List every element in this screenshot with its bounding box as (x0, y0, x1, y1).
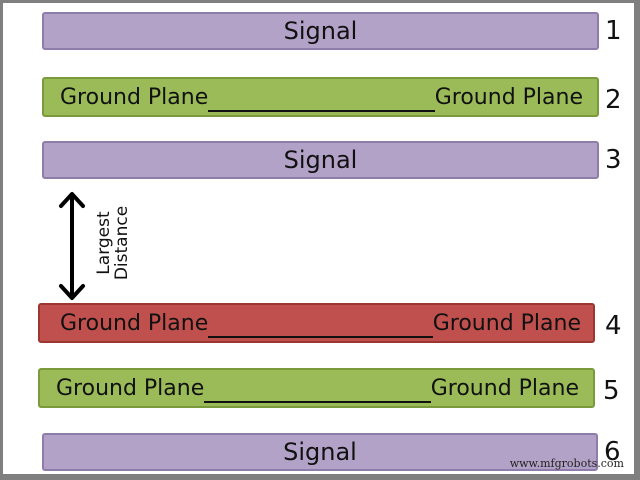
watermark: www.mfgrobots.com (509, 457, 624, 470)
layer-4-number: 4 (605, 311, 622, 341)
layer-1-signal: Signal (42, 12, 599, 50)
layer-2-label-left: Ground Plane (60, 84, 209, 110)
layer-3-number: 3 (605, 145, 622, 175)
layer-3-label: Signal (283, 146, 358, 174)
layer-2-plane-line (208, 110, 435, 112)
layer-1-label: Signal (283, 17, 358, 45)
layer-3-signal: Signal (42, 141, 599, 179)
layer-5-ground-plane: Ground Plane Ground Plane (38, 368, 595, 408)
double-arrow-icon (59, 192, 85, 300)
layer-4-ground-plane-highlighted: Ground Plane Ground Plane (38, 303, 595, 343)
layer-5-number: 5 (603, 376, 620, 406)
layer-6-number: 6 (604, 437, 621, 467)
diagram-canvas: Signal 1 Ground Plane Ground Plane 2 Sig… (3, 3, 634, 474)
distance-label-line-2: Distance (112, 205, 132, 281)
layer-4-label-left: Ground Plane (60, 310, 209, 336)
layer-6-label: Signal (283, 438, 357, 466)
distance-label-line-1: Largest (94, 211, 114, 275)
layer-2-label-right: Ground Plane (434, 84, 583, 110)
largest-distance-label: Largest Distance (91, 193, 135, 293)
layer-6-signal: Signal (42, 433, 598, 471)
layer-5-label-left: Ground Plane (56, 375, 205, 401)
layer-5-label-right: Ground Plane (430, 375, 579, 401)
layer-4-label-right: Ground Plane (432, 310, 581, 336)
layer-2-number: 2 (605, 85, 622, 115)
layer-4-plane-line (208, 336, 433, 338)
layer-5-plane-line (204, 401, 431, 403)
layer-1-number: 1 (605, 16, 622, 46)
layer-2-ground-plane: Ground Plane Ground Plane (42, 77, 599, 117)
